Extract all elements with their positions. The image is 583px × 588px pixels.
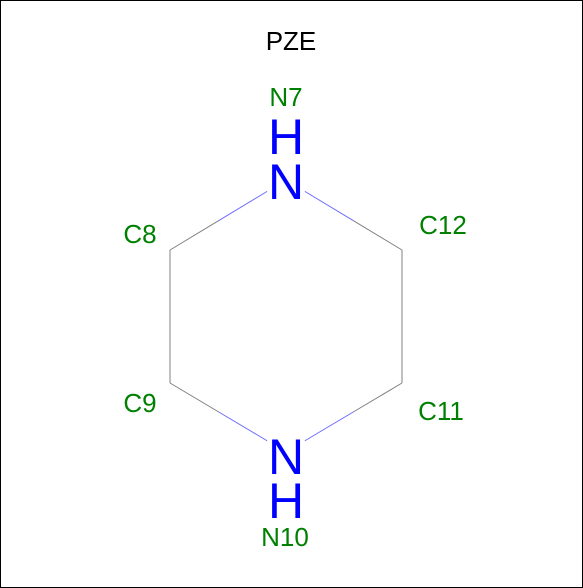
atom-n7-label: N7 [269,82,302,112]
bond-c9-n10-half-1 [169,382,219,413]
bond-n10-c11-half-2 [353,382,403,413]
bond-n7-c8-half-2 [169,220,219,251]
bond-c12-n7-half-1 [353,220,403,251]
bond-n7-c8-half-1 [218,190,268,222]
bond-layer [169,190,403,442]
bond-n10-c11-half-1 [304,411,354,442]
atom-n7-hydrogen: H [268,109,304,165]
atom-n7: H N N7 [268,82,304,210]
atom-c8-label: C8 [123,219,156,249]
atom-n10-symbol: N [268,429,304,485]
atom-c12-label: C12 [419,210,467,240]
bond-c9-n10-half-2 [218,411,268,442]
atom-n10-label: N10 [261,522,309,552]
atom-c9-label: C9 [123,388,156,418]
atom-n10: N H N10 [261,429,309,552]
molecule-title: PZE [266,26,317,56]
atom-n10-hydrogen: H [268,473,304,529]
bond-c12-n7-half-2 [304,190,354,222]
atom-c11-label: C11 [418,396,464,426]
atom-n7-symbol: N [268,154,304,210]
